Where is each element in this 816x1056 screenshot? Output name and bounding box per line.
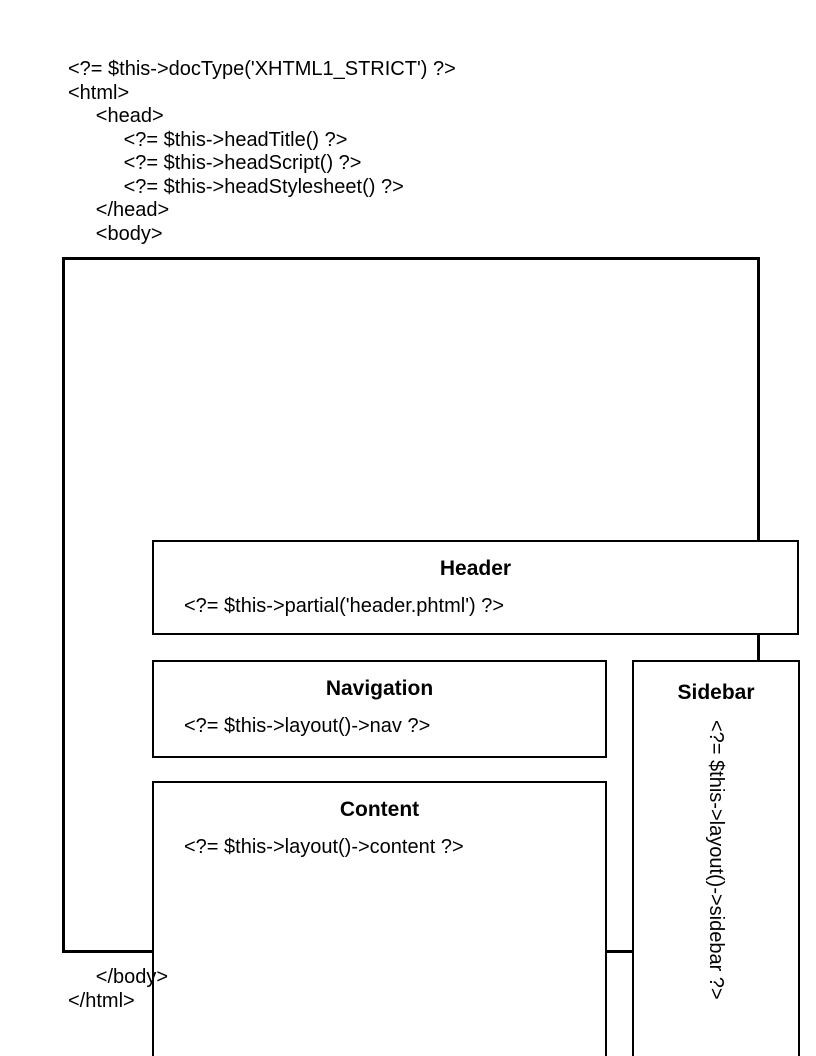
header-box: Header <?= $this->partial('header.phtml'… <box>152 540 799 635</box>
navigation-box-code: <?= $this->layout()->nav ?> <box>184 715 431 737</box>
header-box-code: <?= $this->partial('header.phtml') ?> <box>184 595 505 617</box>
sidebar-box-title: Sidebar <box>677 681 755 704</box>
sidebar-box: Sidebar <?= $this->layout()->sidebar ?> <box>632 660 800 1056</box>
template-code-top: <?= $this->docType('XHTML1_STRICT') ?> <… <box>68 58 456 245</box>
content-box-code: <?= $this->layout()->content ?> <box>184 836 464 858</box>
body-wireframe-box: Header <?= $this->partial('header.phtml'… <box>62 257 800 1056</box>
navigation-box: Navigation <?= $this->layout()->nav ?> <box>152 660 607 758</box>
content-box-title: Content <box>339 798 420 821</box>
content-box: Content <?= $this->layout()->content ?> <box>152 781 607 1056</box>
template-code-bottom: </body> </html> <box>68 966 169 1012</box>
navigation-box-title: Navigation <box>325 677 434 700</box>
header-box-title: Header <box>439 557 512 580</box>
sidebar-box-code-vertical: <?= $this->layout()->sidebar ?> <box>705 720 727 1000</box>
